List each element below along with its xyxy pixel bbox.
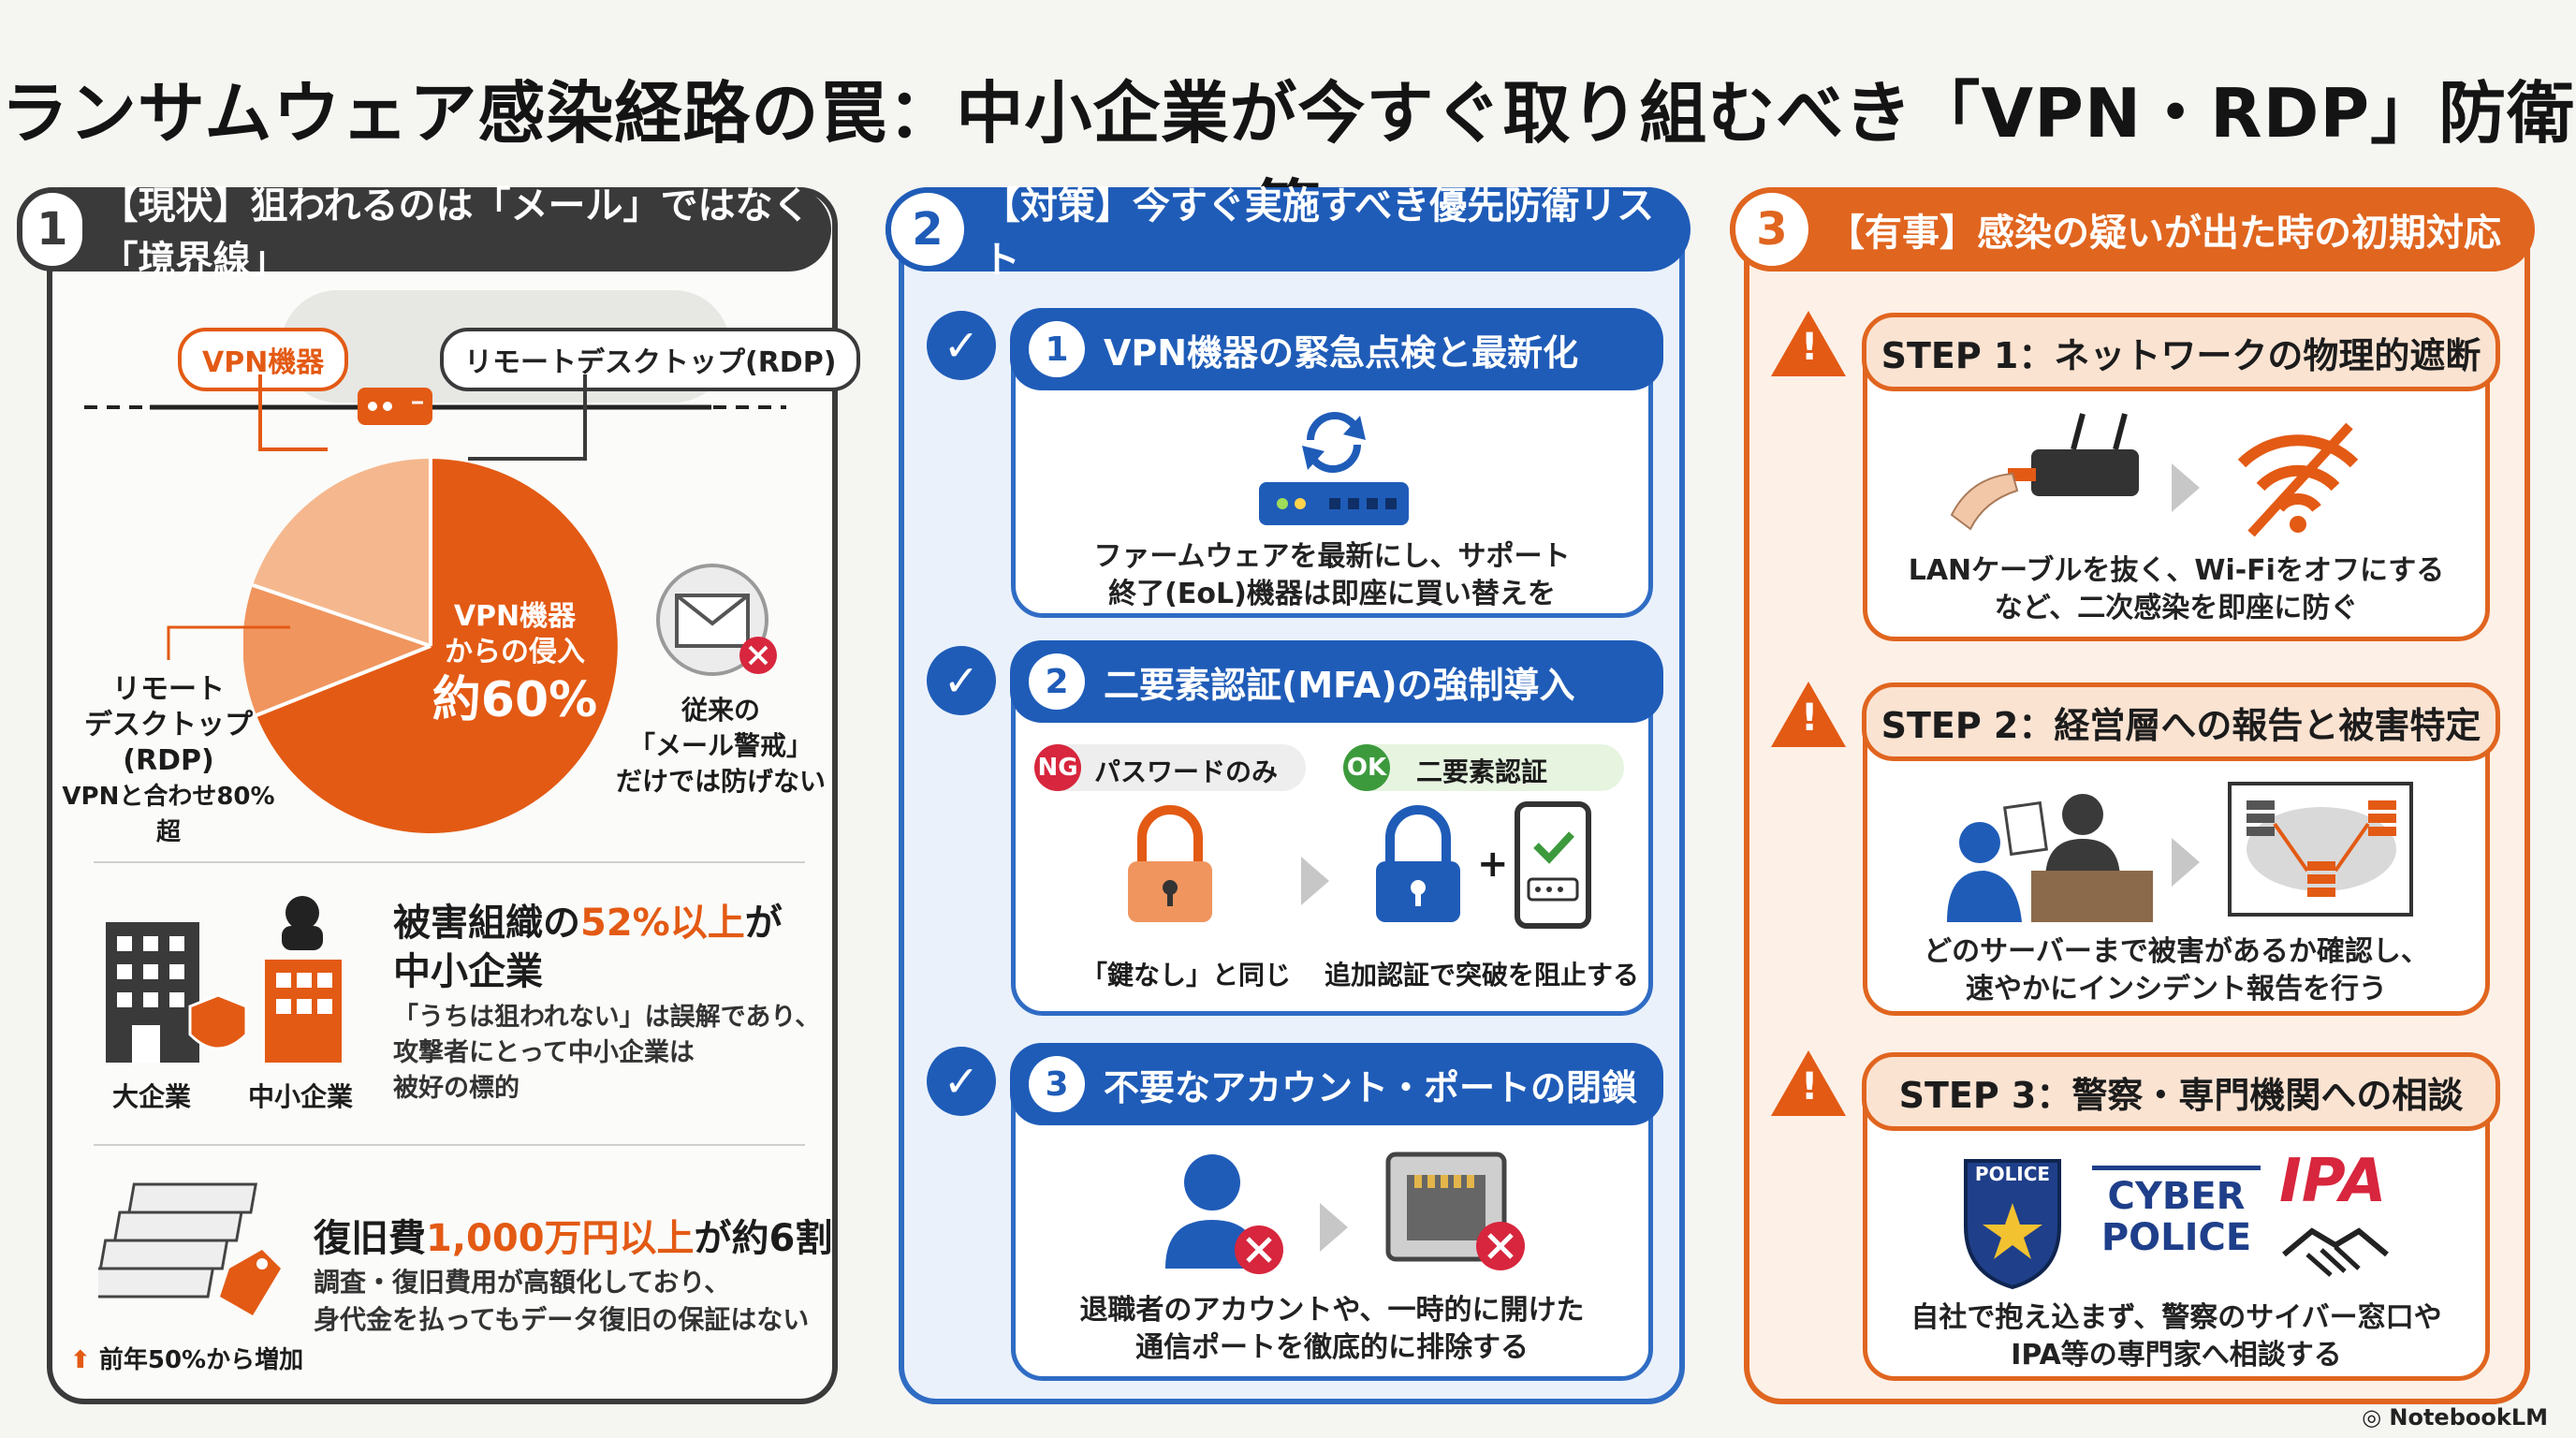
up-arrow-icon: ⬆ [70, 1346, 91, 1374]
network-diagram [84, 374, 786, 461]
router-unplug-icon [1950, 413, 2139, 531]
pie-slice-rdp [243, 585, 431, 715]
panel1-header-text: 【現状】狙われるのは「メール」ではなく「境界線」 [100, 184, 811, 282]
panel3-header: 3 【有事】感染の疑いが出た時の初期対応 [1730, 187, 2535, 271]
hacker-icon [285, 896, 319, 930]
stat-cost-body: 調査・復旧費用が高額化しており、 身代金を払ってもデータ復旧の保証はない [314, 1267, 810, 1335]
card3-header: 3 不要なアカウント・ポートの閉鎖 [1010, 1043, 1663, 1125]
stat-sme-body: 「うちは狙われない」は誤解であり、 攻撃者にとって中小企業は 被好の標的 [393, 1003, 821, 1103]
arrow-right-icon [2172, 463, 2200, 512]
ipa-logo: IPA [2279, 1147, 2387, 1216]
infection-route-pie [243, 459, 618, 833]
step3-description: 自社で抱え込まず、警察のサイバー窓口や IPA等の専門家へ相談する [1910, 1301, 2442, 1372]
locked-padlock-icon [1376, 805, 1460, 922]
warning-icon: ! [1771, 1050, 1846, 1116]
tag-rdp: リモートデスクトップ(RDP) [440, 328, 861, 391]
panel2-header: 2 【対策】今すぐ実施すべき優先防衛リスト [886, 184, 1690, 282]
mail-caption: 従来の 「メール警戒」 だけでは防げない [615, 695, 826, 797]
panel2-number: 2 [886, 187, 970, 271]
open-padlock-icon [1128, 805, 1212, 922]
divider-1 [94, 861, 805, 863]
notebooklm-watermark: ◎ NotebookLM [2362, 1404, 2548, 1431]
step3-header: STEP 3：警察・専門機関への相談 [1862, 1052, 2500, 1131]
stat-cost-title: 復旧費1,000万円以上が約6割 [314, 1217, 833, 1260]
shield-icon [188, 993, 248, 1050]
panel2-header-text: 【対策】今すぐ実施すべき優先防衛リスト [982, 184, 1655, 282]
card1-description: ファームウェアを最新にし、サポート 終了(EoL)機器は即座に買い替えを [1093, 540, 1571, 610]
card2-right-caption: 追加認証で突破を阻止する [1325, 960, 1640, 990]
stat-sme-title: 被害組織の52%以上が 中小企業 [393, 902, 783, 993]
rdp-leader-line [167, 625, 290, 660]
company-buildings-icon [106, 896, 342, 1063]
price-tag-icon [220, 1250, 281, 1315]
check-icon: ✓ [927, 311, 996, 380]
panel1-header: 1 【現状】狙われるのは「メール」ではなく「境界線」 [17, 184, 831, 282]
card1-header: 1 VPN機器の緊急点検と最新化 [1010, 308, 1663, 390]
panel3-number: 3 [1730, 187, 1814, 271]
label-sme: 中小企業 [248, 1081, 354, 1112]
step1-description: LANケーブルを抜く、Wi-Fiをオフにする など、二次感染を即座に防ぐ [1908, 554, 2445, 624]
check-icon: ✓ [927, 1047, 996, 1116]
card3-description: 退職者のアカウントや、一時的に開けた 通信ポートを徹底的に排除する [1079, 1294, 1585, 1364]
arrow-right-icon [2172, 838, 2200, 887]
card2-left-caption: 「鍵なし」と同じ [1081, 960, 1292, 990]
step-card-3: STEP 3：警察・専門機関への相談 POLICE CYBER POLICE I… [1862, 1052, 2500, 1381]
network-port-closed-icon [1385, 1152, 1525, 1270]
vpn-device-update-icon [1259, 412, 1409, 525]
panel1-number: 1 [17, 187, 88, 271]
cyber-police-logo: CYBER POLICE [2092, 1166, 2261, 1258]
ng-badge-row: NG パスワードのみ [1034, 744, 1306, 791]
countermeasure-card-2: 2 二要素認証(MFA)の強制導入 NG パスワードのみ OK 二要素認証 + … [1010, 640, 1663, 1016]
page-title: ランサムウェア感染経路の罠：中小企業が今すぐ取り組むべき「VPN・RDP」防衛策 [0, 74, 2576, 251]
step1-header: STEP 1：ネットワークの物理的遮断 [1862, 313, 2500, 391]
divider-2 [94, 1144, 805, 1146]
tag-vpn: VPN機器 [178, 328, 349, 391]
pie-main-label: VPN機器 からの侵入 約60% [432, 600, 598, 728]
wifi-off-icon [2237, 422, 2359, 537]
label-large-company: 大企業 [112, 1081, 192, 1112]
step-card-2: STEP 2：経営層への報告と被害特定 どのサーバーまで被害があるか確認し、 速… [1862, 682, 2500, 1016]
warning-icon: ! [1771, 311, 1846, 376]
step2-description: どのサーバーまで被害があるか確認し、 速やかにインシデント報告を行う [1924, 935, 2429, 1005]
panel3-header-text: 【有事】感染の疑いが出た時の初期対応 [1827, 212, 2501, 255]
smartphone-auth-icon [1515, 801, 1591, 929]
warning-icon: ! [1771, 682, 1846, 747]
step-card-1: STEP 1：ネットワークの物理的遮断 LANケーブルを抜く、Wi-Fiをオフに… [1862, 313, 2500, 641]
pie-rdp-label: リモート デスクトップ (RDP) VPNと合わせ80%超 [62, 673, 275, 846]
pie-slice-vpn [256, 459, 618, 833]
countermeasure-card-3: 3 不要なアカウント・ポートの閉鎖 退職者のアカウントや、一時的に開けた 通信ポ… [1010, 1043, 1663, 1381]
mail-blocked-icon [656, 564, 777, 676]
check-icon: ✓ [927, 646, 996, 715]
server-map-icon [2228, 782, 2413, 917]
arrow-right-icon [1301, 857, 1329, 905]
ok-badge-row: OK 二要素認証 [1343, 744, 1624, 791]
countermeasure-card-1: 1 VPN機器の緊急点検と最新化 ファームウェアを最新にし、サポート 終了(Eo… [1010, 308, 1663, 618]
plus-sign: + [1477, 843, 1509, 886]
step2-header: STEP 2：経営層への報告と被害特定 [1862, 682, 2500, 761]
money-stack-icon [98, 1182, 281, 1315]
card2-header: 2 二要素認証(MFA)の強制導入 [1010, 640, 1663, 723]
executive-report-icon [1947, 794, 2153, 922]
police-badge-text: POLICE [1974, 1163, 2051, 1185]
router-icon [358, 388, 432, 425]
handshake-icon [2282, 1227, 2389, 1277]
police-badge-icon [1964, 1159, 2061, 1290]
notebooklm-logo-icon: ◎ [2362, 1404, 2382, 1431]
stat-cost-note: ⬆ 前年50%から増加 [70, 1346, 304, 1374]
user-account-removed-icon [1165, 1154, 1283, 1274]
arrow-right-icon [1320, 1203, 1348, 1252]
